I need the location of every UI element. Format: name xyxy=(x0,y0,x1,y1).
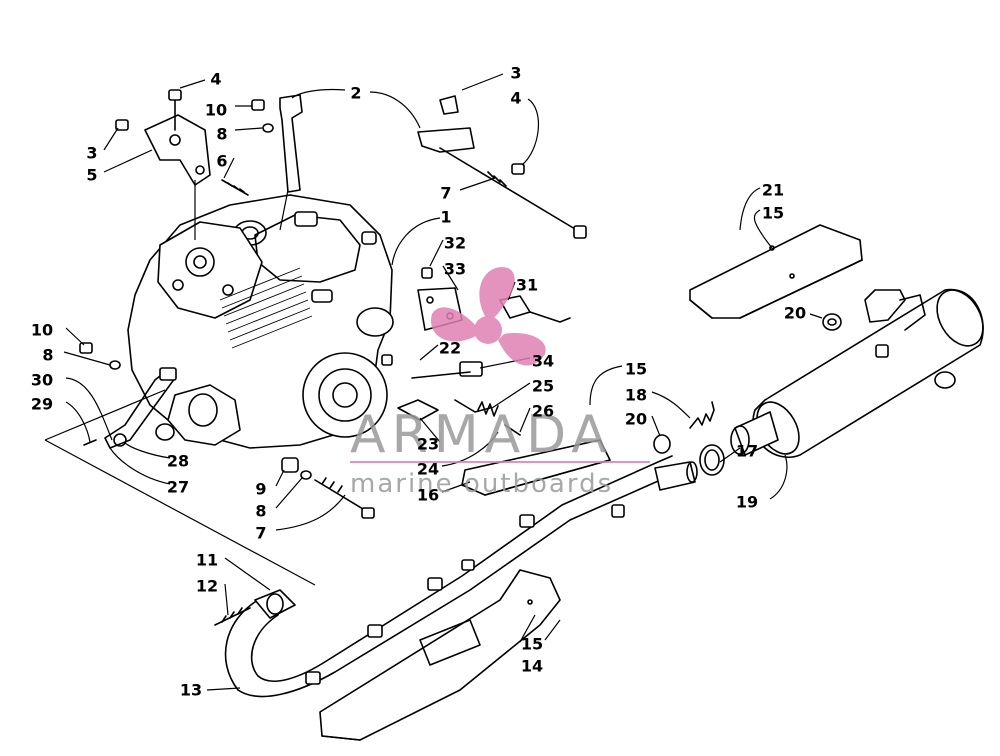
muffler-heat-shield xyxy=(689,224,863,319)
callout-c17: 17 xyxy=(736,442,758,461)
callout-c9: 9 xyxy=(255,480,266,499)
callout-c7b: 7 xyxy=(255,524,266,543)
exhaust-grommet xyxy=(653,434,671,454)
callout-c18: 18 xyxy=(625,386,647,405)
callout-c4b: 4 xyxy=(510,89,521,108)
exhaust-pipe xyxy=(224,455,698,698)
callout-c10b: 10 xyxy=(31,321,53,340)
callout-c20a: 20 xyxy=(784,304,806,323)
callout-c32: 32 xyxy=(444,234,466,253)
shift-linkage xyxy=(79,342,177,449)
callout-c31: 31 xyxy=(516,276,538,295)
callout-c15b: 15 xyxy=(625,360,647,379)
callout-c16: 16 xyxy=(417,486,439,505)
callout-c8b: 8 xyxy=(42,346,53,365)
callout-c24: 24 xyxy=(417,460,439,479)
pipe-heat-shield-upper xyxy=(461,439,611,496)
exhaust-flange xyxy=(214,589,296,626)
callout-c23: 23 xyxy=(417,435,439,454)
callout-c12: 12 xyxy=(196,577,218,596)
callout-c22: 22 xyxy=(439,339,461,358)
callout-c28: 28 xyxy=(167,452,189,471)
pipe-heat-shield-lower xyxy=(319,569,561,741)
callout-c25: 25 xyxy=(532,377,554,396)
callout-c7a: 7 xyxy=(440,184,451,203)
callout-c33: 33 xyxy=(444,260,466,279)
callout-c19: 19 xyxy=(736,493,758,512)
muffler xyxy=(730,288,984,458)
armada-watermark: ARMADA marine outboards xyxy=(350,267,650,499)
oil-cap xyxy=(356,307,394,337)
watermark-brand: ARMADA xyxy=(350,405,613,465)
callout-c4a: 4 xyxy=(210,70,221,89)
callout-c21: 21 xyxy=(762,181,784,200)
callout-c27: 27 xyxy=(167,478,189,497)
callout-c1: 1 xyxy=(440,208,451,227)
callout-c29: 29 xyxy=(31,395,53,414)
callout-c10a: 10 xyxy=(205,101,227,120)
propeller-logo xyxy=(431,267,546,366)
callout-c30: 30 xyxy=(31,371,53,390)
leader-lines xyxy=(44,73,823,691)
callout-c8a: 8 xyxy=(216,125,227,144)
callout-labels: 4108356234713233312115201083029223425261… xyxy=(31,64,806,700)
engine-mount-bracket-front xyxy=(115,89,274,196)
callout-c8c: 8 xyxy=(255,502,266,521)
engine-assembly xyxy=(127,194,394,449)
callout-c3a: 3 xyxy=(86,144,97,163)
callout-c26: 26 xyxy=(532,402,554,421)
exhaust-spring xyxy=(689,401,715,429)
callout-c2: 2 xyxy=(350,84,361,103)
engine-mount-bracket-rear xyxy=(279,94,587,239)
output-flange xyxy=(167,384,241,446)
callout-c6: 6 xyxy=(216,152,227,171)
exhaust-gasket xyxy=(699,444,725,476)
callout-c34: 34 xyxy=(532,352,554,371)
cylinder-fins xyxy=(219,267,313,349)
callout-c3b: 3 xyxy=(510,64,521,83)
callout-c13: 13 xyxy=(180,681,202,700)
callout-c5: 5 xyxy=(86,166,97,185)
callout-c15c: 15 xyxy=(521,635,543,654)
callout-c14: 14 xyxy=(521,657,543,676)
stator-cover xyxy=(302,352,388,438)
callout-c11: 11 xyxy=(196,551,218,570)
lower-mount-hardware xyxy=(281,457,375,519)
callout-c15a: 15 xyxy=(762,204,784,223)
watermark-tagline: marine outboards xyxy=(350,469,613,499)
callout-c20b: 20 xyxy=(625,410,647,429)
